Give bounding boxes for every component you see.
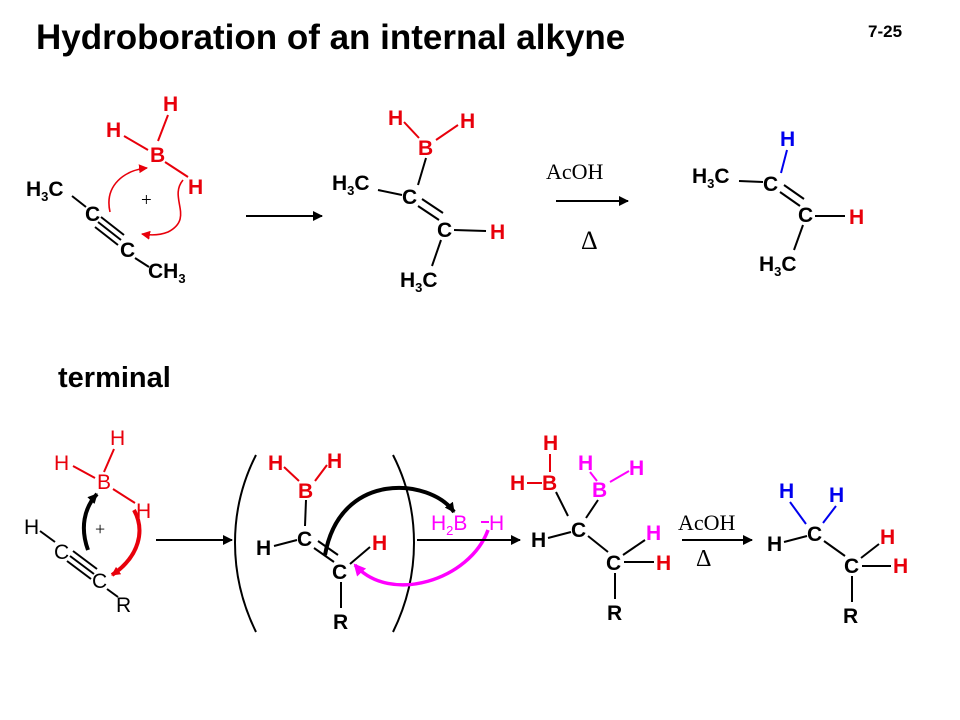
curved-arrow xyxy=(323,485,456,556)
atom-b: B xyxy=(97,471,111,494)
atom-b: B xyxy=(150,144,165,167)
left-bracket xyxy=(234,454,257,633)
top-reactants: H H B H + H3C C C CH3 xyxy=(26,93,203,286)
bottom-reactants: H H B H + H C C R xyxy=(24,427,151,617)
atom-h: H xyxy=(849,206,864,229)
borane-reagent: H2B H xyxy=(431,512,504,538)
atom-h: H xyxy=(780,128,795,151)
methyl-ch3: CH3 xyxy=(148,260,186,286)
atom-c: C xyxy=(571,519,586,542)
slide-number: 7-25 xyxy=(868,22,903,41)
atom-c: C xyxy=(85,203,100,226)
bottom-diboryl-intermediate: H H B H H B H C C H H R xyxy=(510,432,671,625)
atom-b: B xyxy=(542,472,557,495)
atom-h: H xyxy=(629,457,644,480)
atom-c: C xyxy=(807,523,822,546)
section-label-terminal: terminal xyxy=(58,362,171,394)
methyl-h3c: H3C xyxy=(332,172,370,198)
bottom-alkane-product: H H H C C H H R xyxy=(767,480,908,628)
atom-h: H xyxy=(893,555,908,578)
atom-h: H xyxy=(110,427,125,450)
heat-symbol: Δ xyxy=(696,546,711,572)
atom-h: H xyxy=(656,552,671,575)
atom-h: H xyxy=(388,107,403,130)
top-alkene-product: H H3C C C H H3C xyxy=(692,128,864,279)
atom-h: H xyxy=(490,221,505,244)
substituent-r: R xyxy=(843,605,858,628)
atom-h: H xyxy=(372,532,387,555)
methyl-h3c: H3C xyxy=(759,253,797,279)
atom-h: H xyxy=(460,110,475,133)
atom-c: C xyxy=(437,219,452,242)
atom-c: C xyxy=(402,186,417,209)
atom-h: H xyxy=(24,516,39,539)
substituent-r: R xyxy=(333,611,348,634)
atom-c: C xyxy=(54,541,69,564)
atom-h: H xyxy=(578,452,593,475)
curved-arrow xyxy=(353,529,490,587)
atom-h: H xyxy=(136,500,151,523)
borane-h2b-h: H2B xyxy=(431,512,467,538)
atom-h: H xyxy=(188,176,203,199)
top-acid-step: AcOH Δ xyxy=(546,159,629,255)
atom-c: C xyxy=(332,561,347,584)
right-bracket xyxy=(392,454,415,633)
atom-c: C xyxy=(120,239,135,262)
atom-h: H xyxy=(829,484,844,507)
atom-b: B xyxy=(298,480,313,503)
plus-sign: + xyxy=(95,519,105,539)
atom-h: H xyxy=(54,452,69,475)
methyl-h3c: H3C xyxy=(692,165,730,191)
top-intermediate: H H B H3C C C H H3C xyxy=(332,107,505,295)
atom-h: H xyxy=(543,432,558,455)
methyl-h3c: H3C xyxy=(400,269,438,295)
substituent-r: R xyxy=(116,594,131,617)
atom-c: C xyxy=(798,204,813,227)
atom-c: C xyxy=(763,173,778,196)
heat-symbol: Δ xyxy=(581,226,598,255)
substituent-r: R xyxy=(607,602,622,625)
atom-h: H xyxy=(489,512,504,535)
plus-sign: + xyxy=(141,190,152,211)
atom-c: C xyxy=(844,555,859,578)
atom-c: C xyxy=(606,552,621,575)
atom-h: H xyxy=(268,452,283,475)
methyl-h3c: H3C xyxy=(26,178,64,204)
bottom-intermediate: H H B H C C H R xyxy=(234,450,490,634)
reagent-acetic-acid: AcOH xyxy=(546,159,604,184)
atom-c: C xyxy=(92,570,107,593)
atom-h: H xyxy=(779,480,794,503)
atom-h: H xyxy=(767,533,782,556)
atom-b: B xyxy=(592,479,607,502)
atom-h: H xyxy=(531,529,546,552)
atom-h: H xyxy=(163,93,178,116)
atom-h: H xyxy=(880,526,895,549)
bottom-acid-step: AcOH Δ xyxy=(678,510,753,572)
atom-c: C xyxy=(297,528,312,551)
page-title: Hydroboration of an internal alkyne xyxy=(36,18,626,57)
atom-h: H xyxy=(256,537,271,560)
atom-h: H xyxy=(327,450,342,473)
atom-b: B xyxy=(418,137,433,160)
reagent-acetic-acid: AcOH xyxy=(678,510,736,535)
atom-h: H xyxy=(106,119,121,142)
atom-h: H xyxy=(510,472,525,495)
atom-h: H xyxy=(646,522,661,545)
